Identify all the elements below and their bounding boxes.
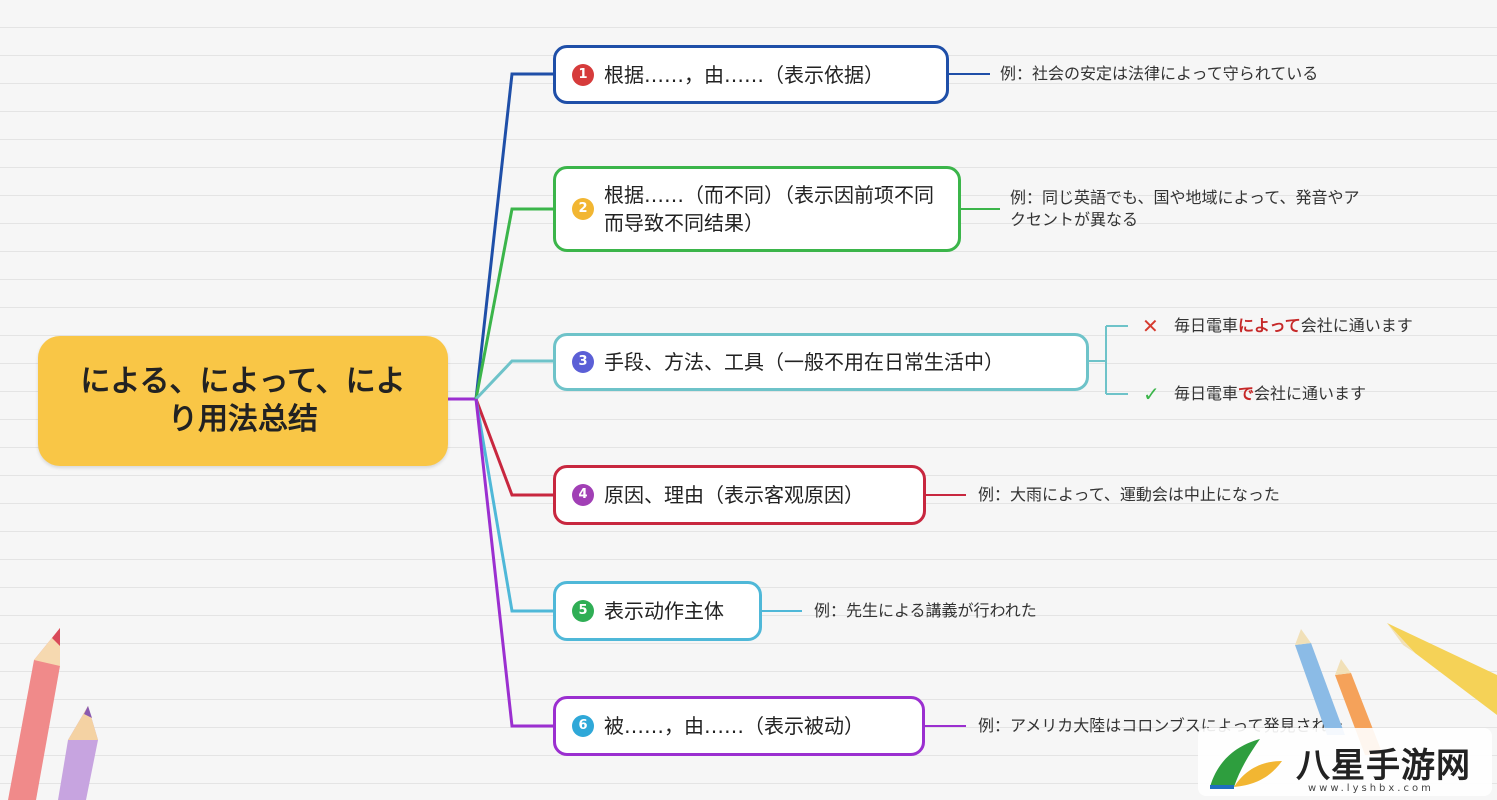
connector-3	[476, 361, 553, 399]
branch-label-6: 被……，由……（表示被动）	[604, 712, 864, 740]
pencils-left-decoration	[0, 620, 130, 800]
number-badge-3: 3	[572, 351, 594, 373]
branch-node-1: 1 根据……，由……（表示依据）	[553, 45, 949, 104]
branch-node-5: 5 表示动作主体	[553, 581, 762, 641]
number-badge-5: 5	[572, 600, 594, 622]
root-title: による、によって、により用法总结	[66, 363, 420, 439]
root-node: による、によって、により用法总结	[38, 336, 448, 466]
number-badge-2: 2	[572, 198, 594, 220]
cross-icon: ✕	[1142, 316, 1159, 336]
example-2: 例：同じ英語でも、国や地域によって、発音やアクセントが異なる	[1010, 187, 1370, 231]
watermark-text: 八星手游网	[1296, 738, 1471, 787]
right-example-post: 会社に通います	[1254, 384, 1366, 403]
bracket-3	[1088, 326, 1128, 394]
branch-node-4: 4 原因、理由（表示客观原因）	[553, 465, 926, 525]
wrong-example-highlight: によって	[1238, 316, 1301, 335]
connector-6	[476, 399, 553, 726]
wrong-example: 毎日電車によって会社に通います	[1174, 315, 1413, 337]
right-example-highlight: で	[1238, 384, 1254, 403]
connector-1	[476, 74, 553, 399]
branch-label-4: 原因、理由（表示客观原因）	[604, 481, 864, 509]
branch-node-6: 6 被……，由……（表示被动）	[553, 696, 925, 756]
watermark-url: www.lyshbx.com	[1308, 783, 1434, 794]
connector-4	[476, 399, 553, 495]
leaf-logo-icon	[1204, 731, 1288, 793]
right-example-pre: 毎日電車	[1174, 384, 1238, 403]
example-1: 例：社会の安定は法律によって守られている	[1000, 63, 1318, 85]
branch-node-2: 2 根据……（而不同）（表示因前项不同而导致不同结果）	[553, 166, 961, 252]
number-badge-1: 1	[572, 64, 594, 86]
branch-label-2: 根据……（而不同）（表示因前项不同而导致不同结果）	[604, 181, 944, 237]
example-5: 例：先生による講義が行われた	[814, 600, 1037, 622]
check-icon: ✓	[1143, 384, 1160, 404]
branch-label-1: 根据……，由……（表示依据）	[604, 61, 884, 89]
number-badge-4: 4	[572, 484, 594, 506]
wrong-example-post: 会社に通います	[1301, 316, 1413, 335]
wrong-example-pre: 毎日電車	[1174, 316, 1238, 335]
branch-node-3: 3 手段、方法、工具（一般不用在日常生活中）	[553, 333, 1089, 391]
watermark: 八星手游网 www.lyshbx.com	[1198, 728, 1492, 796]
branch-label-5: 表示动作主体	[604, 597, 724, 625]
example-4: 例：大雨によって、運動会は中止になった	[978, 484, 1280, 506]
right-example: 毎日電車で会社に通います	[1174, 383, 1366, 405]
branch-label-3: 手段、方法、工具（一般不用在日常生活中）	[604, 348, 1004, 376]
number-badge-6: 6	[572, 715, 594, 737]
